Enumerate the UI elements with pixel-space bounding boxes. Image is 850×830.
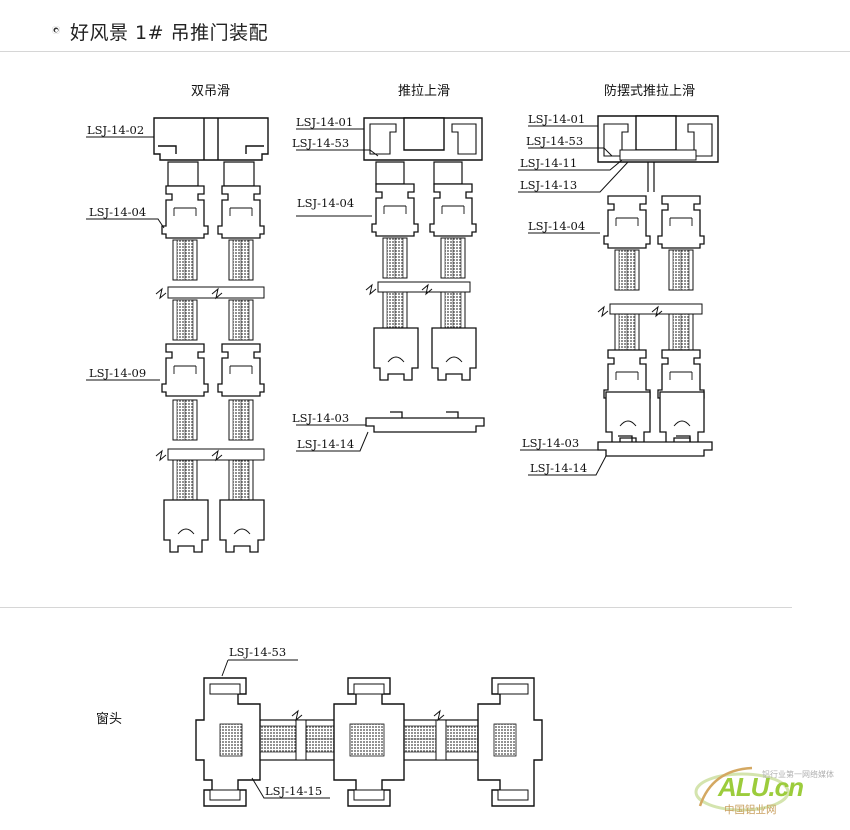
label-c1-lsj-14-02: LSJ-14-02 — [87, 123, 144, 137]
label-c1-lsj-14-09: LSJ-14-09 — [89, 366, 146, 380]
part-lsj-14-03-c3-shape — [597, 435, 713, 457]
header: 好风景 1# 吊推门装配 — [0, 0, 850, 52]
caption-anti-sway-top-track: 防摆式推拉上滑 — [604, 84, 696, 99]
label-w-lsj-14-53: LSJ-14-53 — [229, 645, 286, 659]
label-c3-lsj-14-13: LSJ-14-13 — [520, 178, 577, 192]
column3-assembly: LSJ-14-01 LSJ-14-53 LSJ-14-11 LSJ-14-13 … — [518, 112, 719, 476]
caption-double-hanging-slide: 双吊滑 — [191, 84, 231, 99]
label-c1-lsj-14-04: LSJ-14-04 — [89, 205, 146, 219]
label-c2-lsj-14-01: LSJ-14-01 — [296, 115, 353, 129]
part-lsj-14-01-c3-shape — [597, 115, 719, 163]
window-head-frame-left — [195, 677, 261, 807]
window-head-frame-right — [477, 677, 543, 807]
label-c3-lsj-14-53: LSJ-14-53 — [526, 134, 583, 148]
label-c2-lsj-14-14: LSJ-14-14 — [297, 437, 354, 451]
alu-logo-icon — [694, 766, 790, 812]
window-head-frame-middle — [333, 677, 405, 807]
column1-left-stack — [161, 161, 209, 553]
label-c2-lsj-14-04: LSJ-14-04 — [297, 196, 354, 210]
column2-assembly: LSJ-14-01 LSJ-14-53 LSJ-14-04 LSJ-14-03 … — [292, 115, 485, 452]
label-w-lsj-14-15: LSJ-14-15 — [265, 784, 322, 798]
label-c3-lsj-14-01: LSJ-14-01 — [528, 112, 585, 126]
label-c3-lsj-14-03: LSJ-14-03 — [522, 436, 579, 450]
watermark-logo-text: ALU.cn — [718, 772, 804, 802]
page-title: 好风景 1# 吊推门装配 — [70, 22, 269, 44]
caption-window-head: 窗头 — [96, 712, 123, 727]
section-divider — [0, 607, 792, 608]
part-lsj-14-02-shape — [153, 117, 269, 161]
part-lsj-14-01-shape — [363, 117, 483, 161]
column1-assembly: LSJ-14-02 LSJ-14-04 LSJ-14-09 — [86, 117, 269, 553]
header-divider — [0, 51, 850, 52]
window-head-assembly: LSJ-14-53 LSJ-14-15 — [195, 645, 543, 807]
label-c3-lsj-14-11: LSJ-14-11 — [520, 156, 577, 170]
label-c3-lsj-14-04: LSJ-14-04 — [528, 219, 585, 233]
label-c2-lsj-14-53: LSJ-14-53 — [292, 136, 349, 150]
watermark-tagline: 铝行业第一网络媒体 — [762, 770, 834, 779]
label-c3-lsj-14-14: LSJ-14-14 — [530, 461, 587, 475]
column1-right-stack — [217, 161, 265, 553]
label-c2-lsj-14-03: LSJ-14-03 — [292, 411, 349, 425]
caption-sliding-top-track: 推拉上滑 — [398, 84, 451, 99]
bullet-icon — [52, 26, 60, 34]
part-lsj-14-03-shape — [365, 411, 485, 433]
watermark-subtitle: 中国铝业网 — [724, 804, 777, 816]
